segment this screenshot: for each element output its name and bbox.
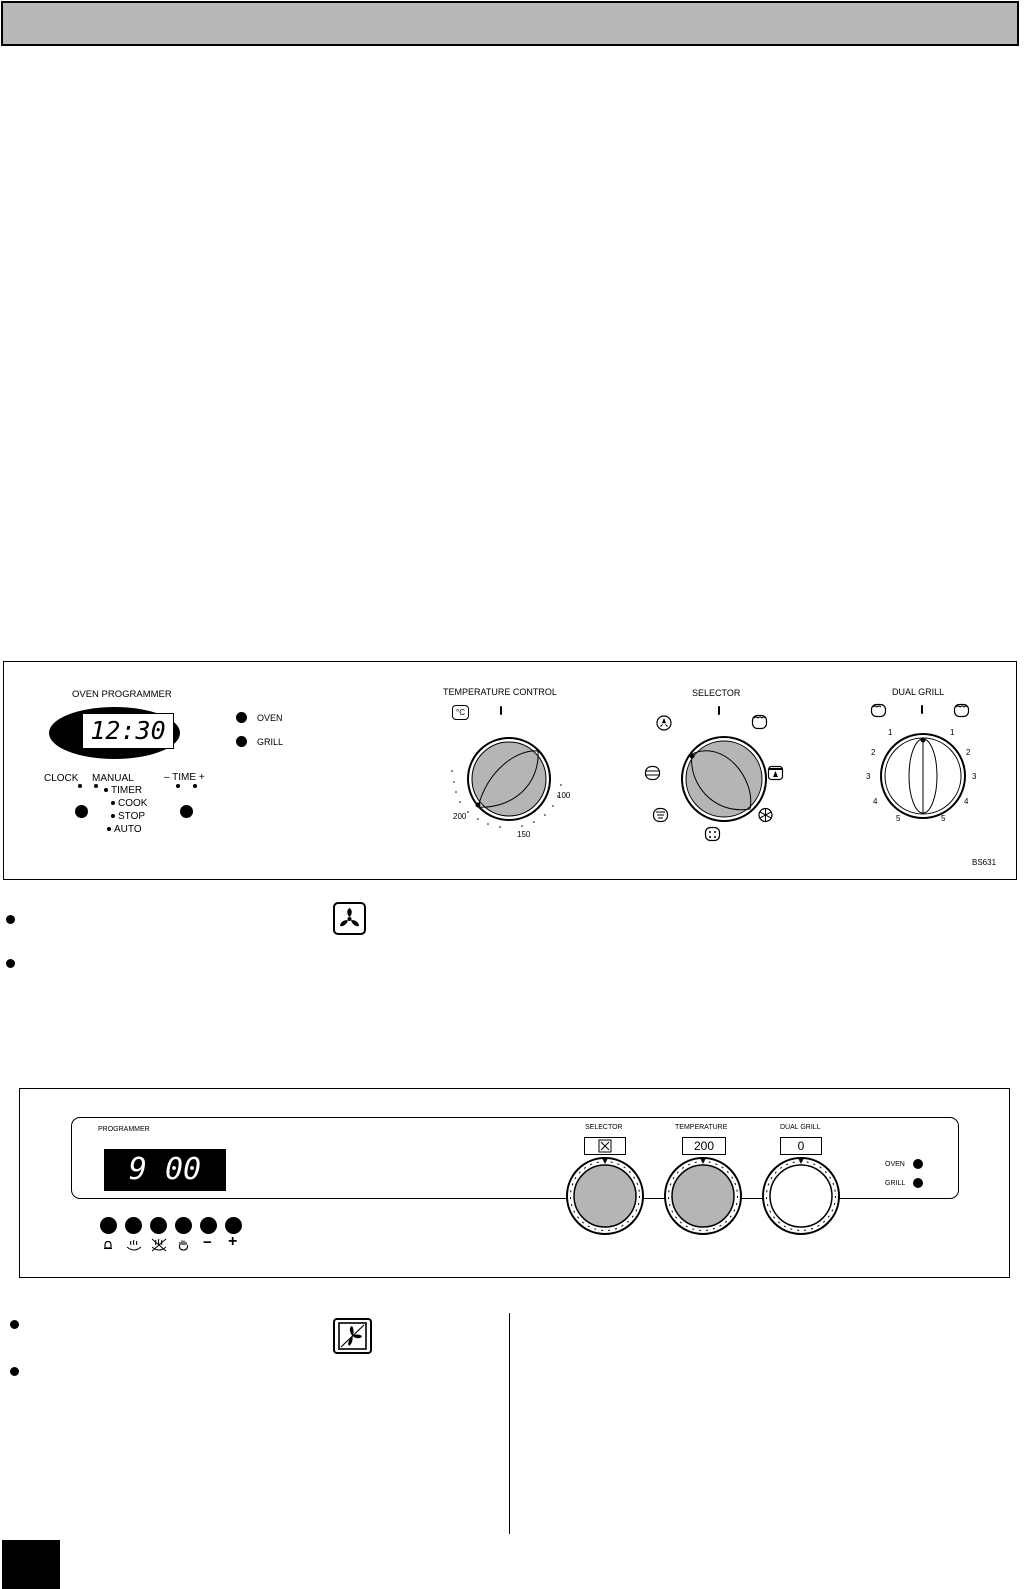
fan-oven-glyph [340, 908, 359, 927]
diagram-ref-code: BS631 [972, 858, 997, 867]
grill-left-icon [870, 703, 887, 718]
grill-scale-right-2: 2 [966, 748, 971, 757]
column-divider [509, 1313, 510, 1534]
defrost-icon [758, 807, 773, 823]
clock-label: CLOCK [44, 773, 79, 784]
conventional-icon [644, 765, 661, 781]
temperature-knob[interactable] [448, 729, 578, 839]
manual-button[interactable] [175, 1217, 192, 1234]
grill-scale-right-5: 5 [941, 814, 946, 823]
header-bar [1, 1, 1019, 46]
grill-scale-left-4: 4 [873, 797, 878, 806]
oven-light-2 [913, 1159, 923, 1169]
cook-bullet [111, 801, 115, 805]
dual-grill-title-2: DUAL GRILL [780, 1124, 821, 1131]
clock-manual-button[interactable] [75, 805, 88, 818]
celsius-icon: °C [452, 705, 469, 720]
bullet-2 [6, 959, 15, 968]
temperature-value-box: 200 [682, 1137, 726, 1155]
selector-marker [718, 706, 720, 715]
dual-grill-knob-2[interactable] [761, 1156, 841, 1236]
programmer-title: PROGRAMMER [98, 1126, 150, 1133]
temperature-control-title: TEMPERATURE CONTROL [443, 687, 557, 697]
selector-title: SELECTOR [692, 688, 741, 698]
bullet-1 [6, 915, 15, 924]
selector-knob[interactable] [674, 729, 774, 829]
steam-pot-icon [126, 1239, 142, 1251]
temp-150-label: 150 [517, 830, 531, 839]
grill-scale-right-1: 1 [950, 728, 955, 737]
fan-grill-icon [767, 765, 784, 781]
bullet-4 [10, 1367, 19, 1376]
crossed-pot-icon [151, 1238, 167, 1252]
bell-button[interactable] [100, 1217, 117, 1234]
oven-label-2: OVEN [885, 1161, 905, 1168]
fan-oven-icon [333, 902, 366, 935]
grill-label-2: GRILL [885, 1180, 906, 1187]
programmer-panel-diagram: PROGRAMMER 9 00 SELECTOR TEMPERATURE 200… [19, 1088, 1010, 1278]
grill-scale-right-4: 4 [964, 797, 969, 806]
timer-label: TIMER [111, 785, 143, 796]
oven-indicator-label: OVEN [257, 713, 283, 723]
grill-indicator-label: GRILL [257, 737, 284, 747]
grill-right-icon [953, 703, 970, 718]
grill-light-2 [913, 1178, 923, 1188]
grill-scale-left-1: 1 [888, 728, 893, 737]
oven-control-panel-diagram: OVEN PROGRAMMER 12:30 OVEN GRILL CLOCK M… [3, 661, 1017, 880]
dual-grill-title: DUAL GRILL [892, 687, 945, 697]
time-minus-bullet [176, 784, 180, 788]
manual-label: MANUAL [92, 773, 134, 784]
hand-icon [178, 1240, 189, 1251]
oven-indicator-light [236, 712, 247, 723]
timer-bullet [104, 788, 108, 792]
grill-scale-left-5: 5 [896, 814, 901, 823]
cleaning-icon [704, 826, 721, 842]
time-button[interactable] [180, 805, 193, 818]
top-heat-icon [751, 714, 768, 730]
fan-element-icon [333, 1318, 372, 1354]
temperature-knob-2[interactable] [663, 1156, 743, 1236]
panel-inner-frame [71, 1117, 959, 1199]
bell-icon [104, 1240, 112, 1249]
selector-knob-2[interactable] [565, 1156, 645, 1236]
clock-display-window: 12:30 [82, 713, 174, 749]
manual-bullet [94, 784, 98, 788]
time-label: – TIME + [164, 772, 205, 783]
temp-100-label: 100 [557, 791, 571, 800]
fan-mode-glyph [598, 1139, 612, 1153]
minus-icon: − [203, 1234, 212, 1251]
plus-button[interactable] [225, 1217, 242, 1234]
oven-programmer-title: OVEN PROGRAMMER [72, 689, 172, 700]
fan-element-glyph [338, 1322, 367, 1350]
plus-icon: + [228, 1233, 238, 1250]
cook-label: COOK [118, 798, 148, 809]
auto-bullet [107, 827, 111, 831]
grill-scale-right-3: 3 [972, 772, 977, 781]
page-number-block [2, 1540, 60, 1589]
minus-button[interactable] [200, 1217, 217, 1234]
fan-mode-icon [656, 715, 672, 731]
dual-grill-knob[interactable] [877, 730, 969, 822]
dual-grill-value-box: 0 [780, 1137, 822, 1155]
stop-bullet [111, 814, 115, 818]
grill-marker [921, 705, 923, 714]
clock-bullet [78, 784, 82, 788]
end-time-button[interactable] [150, 1217, 167, 1234]
temperature-title-2: TEMPERATURE [675, 1124, 728, 1131]
programmer-display: 9 00 [104, 1149, 226, 1191]
time-plus-bullet [193, 784, 197, 788]
grill-scale-left-3: 3 [866, 772, 871, 781]
selector-mode-indicator [584, 1137, 626, 1155]
grill-indicator-light [236, 736, 247, 747]
grill-scale-left-2: 2 [871, 748, 876, 757]
base-heat-icon [652, 807, 669, 823]
cook-duration-button[interactable] [125, 1217, 142, 1234]
selector-title-2: SELECTOR [585, 1124, 623, 1131]
temperature-marker [500, 706, 502, 715]
auto-label: AUTO [114, 824, 142, 835]
bullet-3 [10, 1320, 19, 1329]
temp-200-label: 200 [453, 812, 467, 821]
stop-label: STOP [118, 811, 146, 822]
